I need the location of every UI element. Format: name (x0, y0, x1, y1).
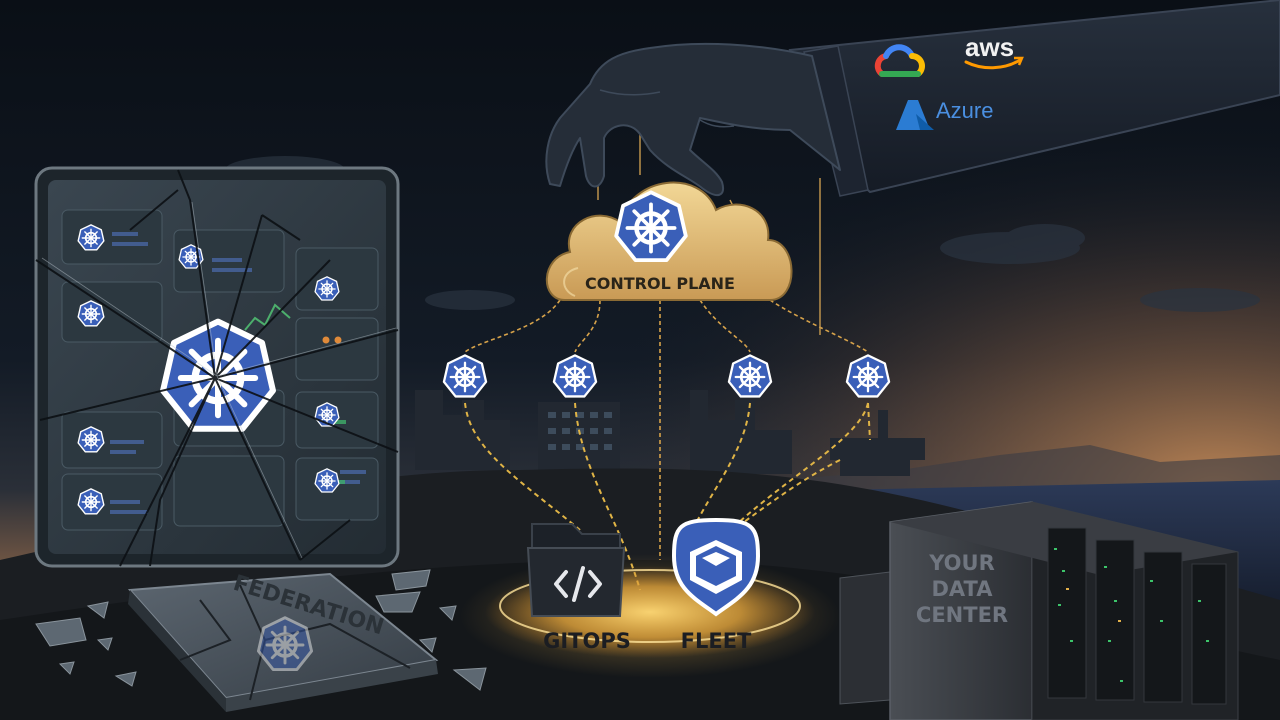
dashboard-k8s-icon (77, 224, 105, 251)
dashboard-k8s-icon (314, 468, 340, 493)
control-plane-k8s-icon (616, 192, 686, 260)
faded-k8s-icon (256, 616, 314, 672)
glass-shards (35, 569, 487, 691)
fleet-label: FLEET (681, 629, 752, 653)
cluster-strings (464, 299, 869, 560)
code-brackets-icon (554, 566, 602, 602)
aws-smile (964, 58, 1022, 70)
fleet-cube-icon (671, 517, 761, 617)
azure-logo: Azure (936, 98, 993, 123)
data-center: YOUR DATA CENTER (839, 501, 1239, 720)
datacenter-label-line2: DATA (931, 577, 993, 601)
cluster-k8s-icon-2 (552, 354, 598, 398)
puppeteer-hand (545, 0, 1280, 197)
azure-logo-mark (896, 100, 934, 130)
control-plane-label: CONTROL PLANE (585, 274, 735, 293)
cracked-dashboard-screen (34, 166, 400, 568)
gitops-folder-icon (526, 523, 626, 617)
federation-tablet: FEDERATION (127, 571, 439, 712)
datacenter-label-line1: YOUR (928, 551, 995, 575)
datacenter-label-line3: CENTER (916, 603, 1008, 627)
google-cloud-icon (874, 44, 925, 77)
cluster-k8s-icon-4 (845, 354, 891, 398)
gitops-label: GITOPS (543, 629, 631, 653)
aws-logo: aws (965, 32, 1014, 62)
cluster-k8s-icon-3 (727, 354, 773, 398)
dashboard-k8s-icon (77, 300, 105, 327)
dashboard-k8s-icon (77, 426, 105, 453)
cluster-k8s-icon-1 (442, 354, 488, 398)
dashboard-k8s-icon (314, 276, 340, 301)
dashboard-k8s-icon (77, 488, 105, 515)
